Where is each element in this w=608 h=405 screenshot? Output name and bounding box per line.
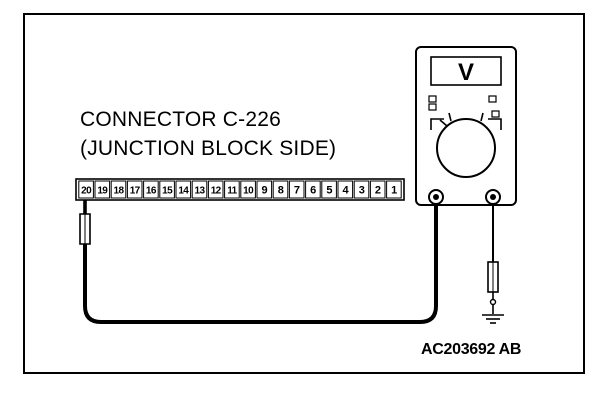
connector-pin-8: 8	[272, 180, 289, 199]
test-lead-wire	[83, 205, 438, 324]
connector-pin-number: 14	[178, 186, 189, 197]
meter-button-4	[491, 110, 500, 118]
ground-symbol	[482, 314, 504, 324]
connector-pin-number: 20	[81, 186, 92, 197]
figure-frame	[23, 13, 585, 374]
connector-pin-number: 19	[97, 186, 108, 197]
connector-pin-12: 12	[207, 180, 224, 199]
connector-pin-number: 3	[359, 185, 365, 197]
connector-pin-14: 14	[175, 180, 192, 199]
connector-pin-13: 13	[191, 180, 208, 199]
connector-pin-number: 18	[114, 186, 125, 197]
meter-dial	[436, 118, 496, 178]
connector-pin-9: 9	[256, 180, 273, 199]
connector-pin-16: 16	[143, 180, 159, 199]
connector-pin-number: 1	[391, 185, 397, 197]
connector-pin-2: 2	[369, 180, 386, 199]
connector-pin-number: 6	[310, 185, 316, 197]
meter-dial-scale	[430, 112, 502, 130]
connector-pin-10: 10	[240, 180, 256, 199]
connector-pin-15: 15	[159, 180, 175, 199]
connector-pin-number: 12	[211, 186, 222, 197]
connector-pin-number: 2	[375, 185, 381, 197]
connector-pin-number: 7	[294, 185, 300, 197]
connector-pin-number: 10	[243, 186, 254, 197]
multimeter-display	[430, 56, 502, 86]
left-probe	[79, 200, 91, 245]
figure-id: AC203692 AB	[421, 341, 522, 358]
connector-pin-20: 20	[78, 180, 94, 199]
meter-button-3	[488, 95, 497, 103]
meter-mode-symbol: V	[458, 59, 474, 86]
connector-pin-number: 17	[130, 186, 141, 197]
right-probe	[487, 261, 499, 314]
connector-pin-number: 5	[326, 185, 332, 197]
connector-label-line1: CONNECTOR C-226	[80, 108, 281, 131]
connector-pin-number: 15	[162, 186, 173, 197]
connector-pin-5: 5	[321, 180, 337, 199]
connector-label-line2: (JUNCTION BLOCK SIDE)	[80, 137, 337, 160]
meter-button-2	[428, 103, 437, 111]
connector-pin-17: 17	[126, 180, 143, 199]
connector-pin-4: 4	[337, 180, 354, 199]
connector-pin-7: 7	[288, 180, 305, 199]
meter-button-1	[428, 95, 437, 103]
connector-pin-number: 11	[227, 186, 237, 197]
multimeter: V	[415, 46, 517, 206]
connector-pin-number: 9	[262, 185, 268, 197]
connector-pin-number: 16	[146, 186, 157, 197]
connector-pin-11: 11	[224, 180, 240, 199]
connector-pin-3: 3	[353, 180, 370, 199]
connector-pin-1: 1	[386, 180, 402, 199]
connector-pin-18: 18	[110, 180, 127, 199]
connector-pin-6: 6	[305, 180, 321, 199]
meter-terminal-left	[428, 189, 444, 205]
connector-pin-number: 8	[278, 185, 284, 197]
connector-pin-number: 4	[343, 185, 350, 197]
connector-pin-number: 13	[195, 186, 206, 197]
connector-pin-19: 19	[94, 180, 111, 199]
meter-terminal-right	[485, 189, 501, 205]
meter-dial-pointer	[439, 119, 448, 127]
